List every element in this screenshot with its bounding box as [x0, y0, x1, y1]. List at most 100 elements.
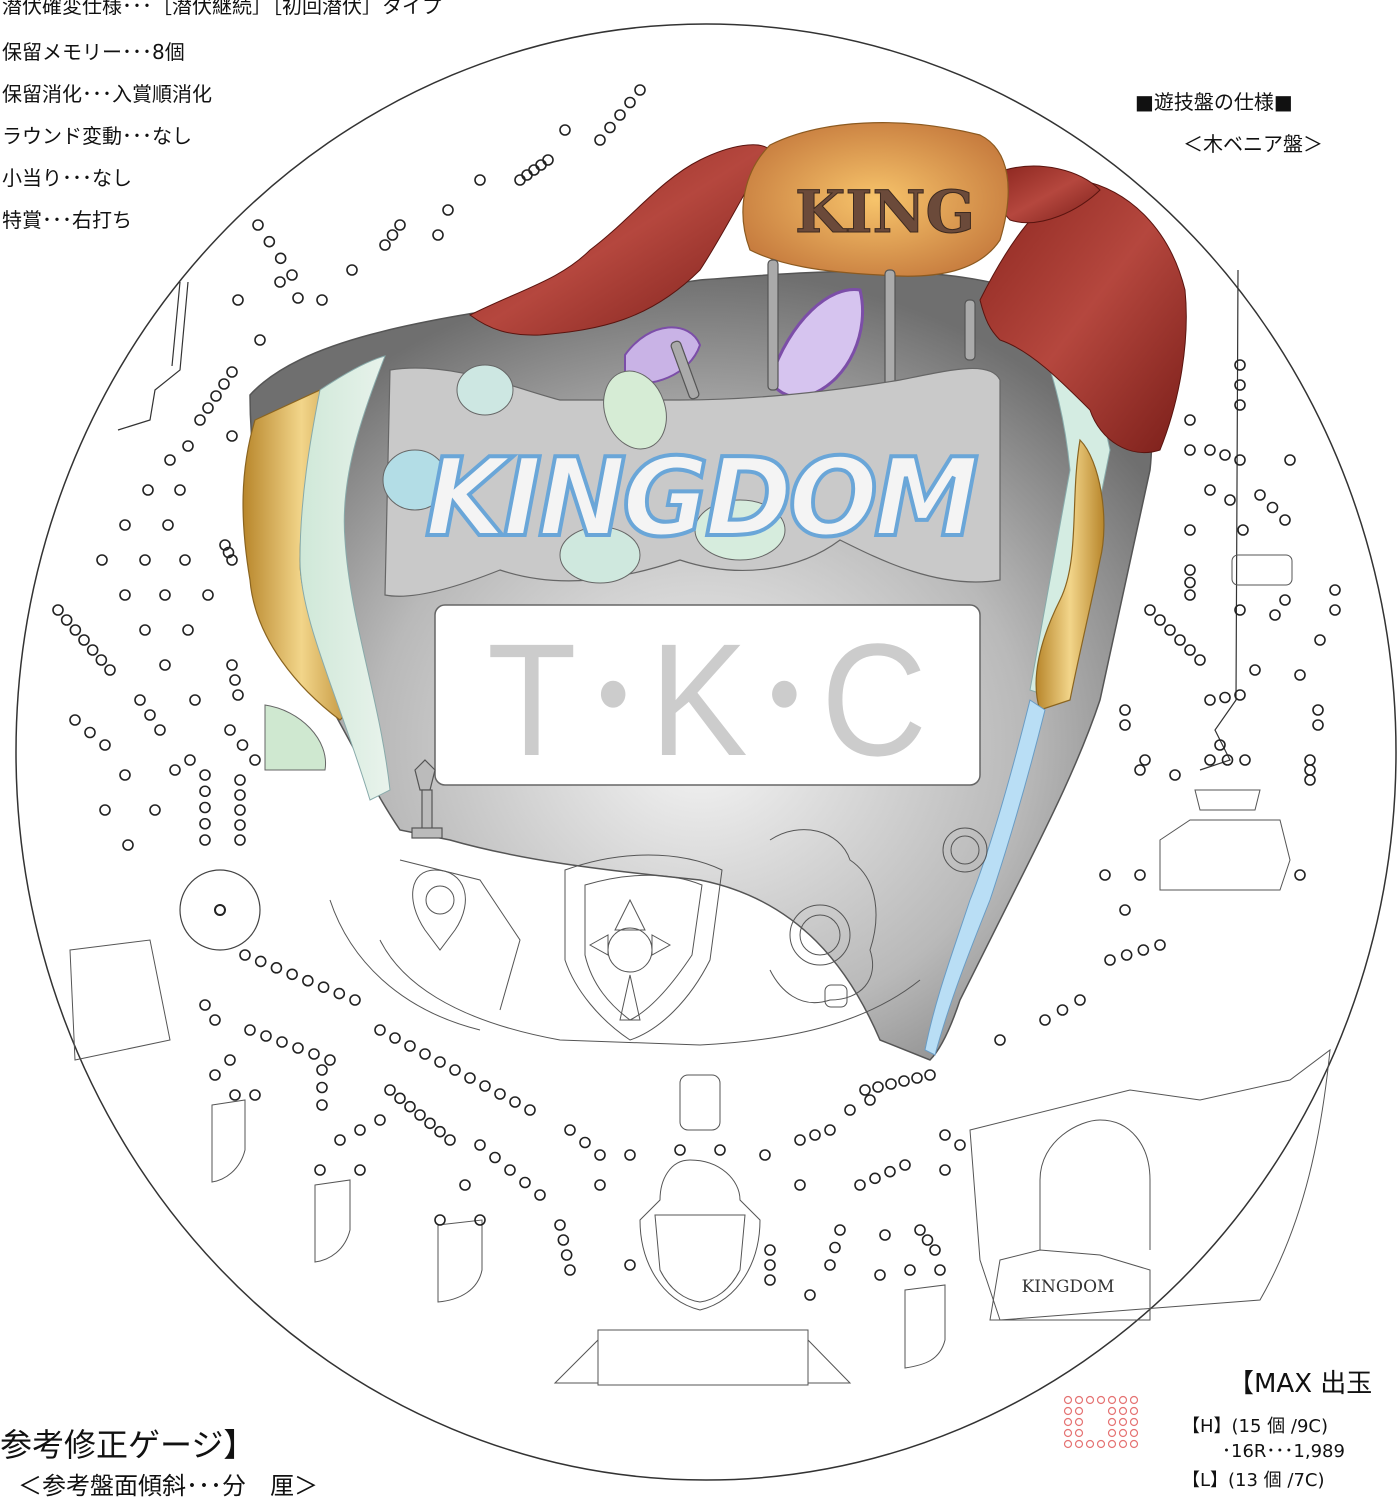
- nail: [202, 589, 214, 601]
- nail: [1304, 764, 1316, 776]
- stage-arc: [379, 939, 921, 1046]
- nail: [404, 1100, 416, 1113]
- nail: [142, 484, 154, 496]
- nail: [559, 124, 571, 136]
- nail: [434, 1214, 446, 1226]
- nail: [317, 981, 330, 993]
- nail: [1234, 399, 1246, 411]
- nail: [494, 1088, 506, 1100]
- nail: [829, 1241, 841, 1254]
- left-cog: [179, 869, 261, 951]
- nail: [1234, 359, 1246, 371]
- nail: [414, 1109, 426, 1121]
- nail: [144, 709, 156, 721]
- red-nail-dot: [1129, 1428, 1139, 1438]
- nail: [234, 789, 246, 801]
- nail: [374, 1024, 386, 1036]
- left-out-pocket: [69, 939, 171, 1061]
- nail: [159, 659, 171, 671]
- nail: [286, 269, 298, 281]
- red-nail-dot: [1063, 1439, 1073, 1449]
- nail: [434, 1056, 446, 1068]
- board-spec-title: ■遊技盤の仕様■: [1135, 90, 1293, 114]
- nail: [139, 554, 151, 566]
- nail: [1184, 414, 1196, 426]
- nail: [914, 1224, 926, 1236]
- nail: [154, 724, 166, 736]
- l-spec-label: 【L】(13 個 /7C): [1182, 1470, 1325, 1491]
- nail: [1239, 754, 1251, 766]
- nail: [764, 1244, 776, 1256]
- nail: [542, 154, 554, 166]
- nail: [557, 1234, 570, 1246]
- red-nail-dot: [1063, 1428, 1073, 1438]
- red-nail-dot: [1107, 1395, 1117, 1405]
- nail: [564, 1124, 576, 1136]
- nail: [954, 1139, 966, 1151]
- nail: [286, 968, 298, 981]
- nail: [535, 159, 547, 171]
- nail: [389, 1032, 401, 1044]
- nail: [1312, 719, 1324, 731]
- nail: [316, 1099, 328, 1111]
- nail: [1204, 484, 1216, 496]
- nail: [234, 819, 246, 831]
- nail: [524, 1104, 536, 1116]
- right-gold-rail: [1035, 438, 1105, 711]
- nail: [1234, 689, 1246, 701]
- nail: [1104, 954, 1116, 966]
- nail: [1184, 576, 1196, 589]
- nail: [434, 1125, 446, 1138]
- nail: [874, 1269, 886, 1281]
- red-nail-dot: [1074, 1439, 1084, 1449]
- nail: [604, 121, 616, 134]
- nail: [534, 1189, 546, 1201]
- nail: [199, 834, 211, 846]
- red-nail-dot: [1063, 1417, 1073, 1427]
- nail: [199, 769, 211, 781]
- red-nail-dot: [1063, 1406, 1073, 1416]
- red-nail-dot: [1129, 1439, 1139, 1449]
- nail: [69, 624, 82, 636]
- nail: [1304, 774, 1316, 786]
- nail: [302, 974, 314, 987]
- nail: [474, 1139, 486, 1151]
- nail: [334, 1134, 346, 1146]
- nail: [614, 109, 626, 121]
- nail: [898, 1075, 910, 1087]
- nail: [1154, 614, 1166, 626]
- red-nail-dot: [1074, 1417, 1084, 1427]
- nail: [276, 1036, 288, 1048]
- nail: [209, 1014, 221, 1026]
- nail: [394, 1092, 406, 1105]
- nail: [274, 252, 287, 265]
- nail: [459, 1179, 471, 1191]
- nail: [1284, 454, 1296, 466]
- nail: [929, 1244, 941, 1256]
- nail: [1254, 489, 1266, 501]
- nail: [169, 764, 181, 776]
- sword-icon: [411, 759, 443, 839]
- nail: [354, 1164, 366, 1176]
- nail: [292, 1042, 304, 1054]
- nail: [346, 264, 358, 276]
- left-mint-rail: [299, 355, 391, 801]
- nail: [308, 1048, 320, 1060]
- nail: [1137, 944, 1150, 956]
- nail: [1099, 869, 1111, 881]
- nail: [224, 1054, 236, 1066]
- nail: [1184, 444, 1196, 456]
- nail: [202, 402, 214, 414]
- spec-line-3: 保留消化･･･入賞順消化: [2, 82, 212, 106]
- nail: [911, 1072, 923, 1084]
- nail: [1174, 634, 1186, 646]
- nail: [226, 554, 238, 566]
- left-green-shape: [264, 704, 327, 771]
- nail: [1139, 754, 1151, 766]
- nail: [1237, 524, 1249, 536]
- nail: [1184, 564, 1196, 576]
- nail: [199, 801, 211, 814]
- nail: [1119, 704, 1131, 716]
- nail: [134, 694, 146, 706]
